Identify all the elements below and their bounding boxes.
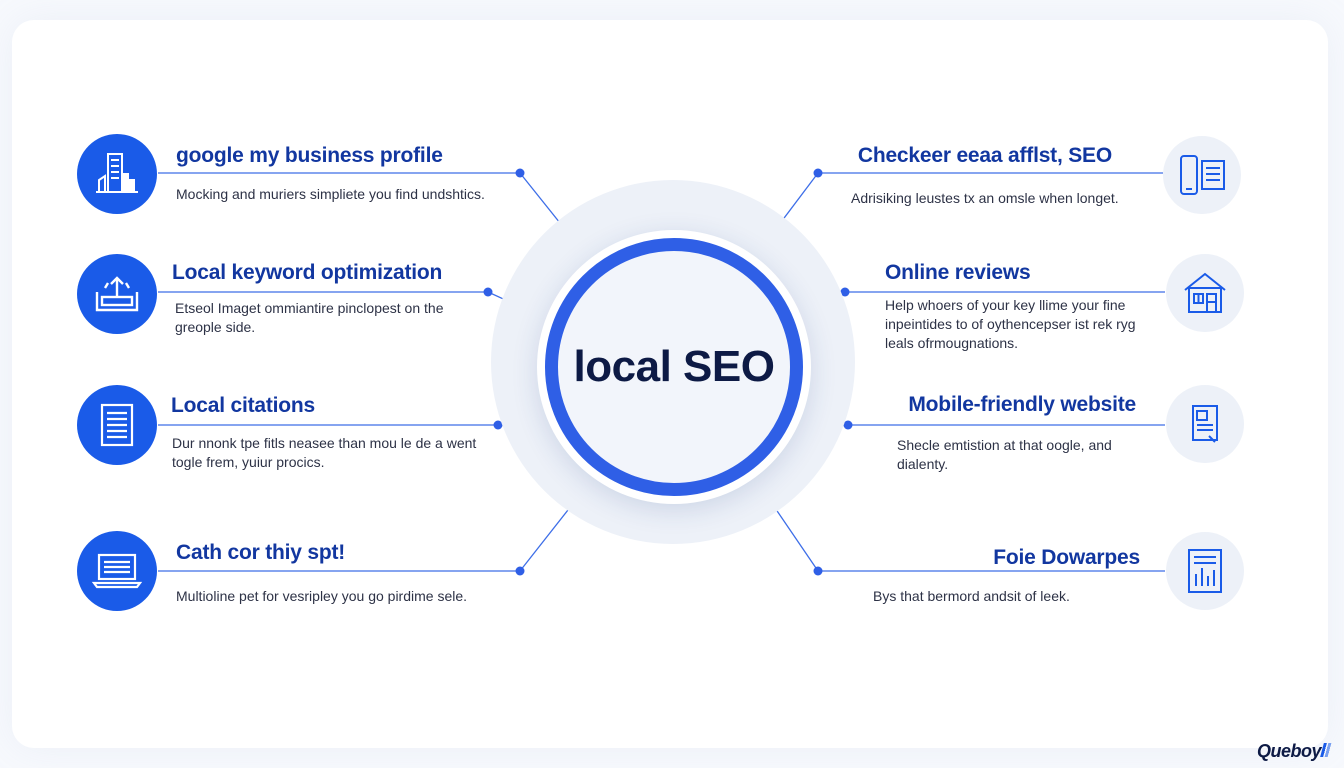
item-desc-google-profile: Mocking and muriers simpliete you find u…: [176, 186, 485, 202]
building-chart-icon: [77, 134, 157, 214]
report-chart-icon: [1166, 532, 1244, 610]
item-desc-foie-dowarpes: Bys that bermord andsit of leek.: [873, 588, 1070, 604]
storefront-icon: [1166, 254, 1244, 332]
hub-title: local SEO: [573, 342, 775, 391]
mobile-page-icon: [1166, 385, 1244, 463]
item-title-local-citations: Local citations: [171, 394, 316, 417]
connector-dot: [840, 287, 850, 297]
phone-document-icon: [1163, 136, 1241, 214]
item-title-online-reviews: Online reviews: [885, 261, 1031, 284]
item-desc-local-citations: Dur nnonk tpe fitls neasee than mou le d…: [172, 435, 477, 470]
document-list-icon: [77, 385, 157, 465]
item-desc-keyword-optimization: Etseol Imaget ommiantire pinclopest on t…: [175, 300, 444, 335]
item-title-cath: Cath cor thiy spt!: [176, 541, 346, 564]
item-desc-checkeer: Adrisiking leustes tx an omsle when long…: [851, 190, 1119, 206]
item-title-keyword-optimization: Local keyword optimization: [172, 261, 443, 284]
item-title-google-profile: google my business profile: [176, 144, 443, 167]
connector-dot: [483, 287, 493, 297]
connector-dot: [843, 420, 853, 430]
item-desc-mobile-friendly: Shecle emtistion at that oogle, and dial…: [897, 437, 1112, 472]
connector-dot: [813, 168, 823, 178]
item-title-mobile-friendly: Mobile-friendly website: [908, 393, 1136, 416]
connector-dot: [515, 168, 525, 178]
logo-stripes-icon: [1320, 743, 1334, 757]
item-title-checkeer: Checkeer eeaa afflst, SEO: [857, 144, 1112, 167]
laptop-icon: [77, 531, 157, 611]
connector-dot: [515, 566, 525, 576]
item-desc-online-reviews: Help whoers of your key llime your fine …: [885, 297, 1136, 351]
connector-dot: [493, 420, 503, 430]
item-desc-cath: Multioline pet for vesripley you go pird…: [176, 588, 468, 604]
hub-circle: local SEO: [545, 238, 803, 496]
brand-logo-text: Queboy: [1256, 741, 1322, 761]
upload-tray-icon: [77, 254, 157, 334]
brand-logo: Queboy: [1256, 741, 1334, 762]
connector-dot: [813, 566, 823, 576]
item-title-foie-dowarpes: Foie Dowarpes: [993, 546, 1140, 569]
